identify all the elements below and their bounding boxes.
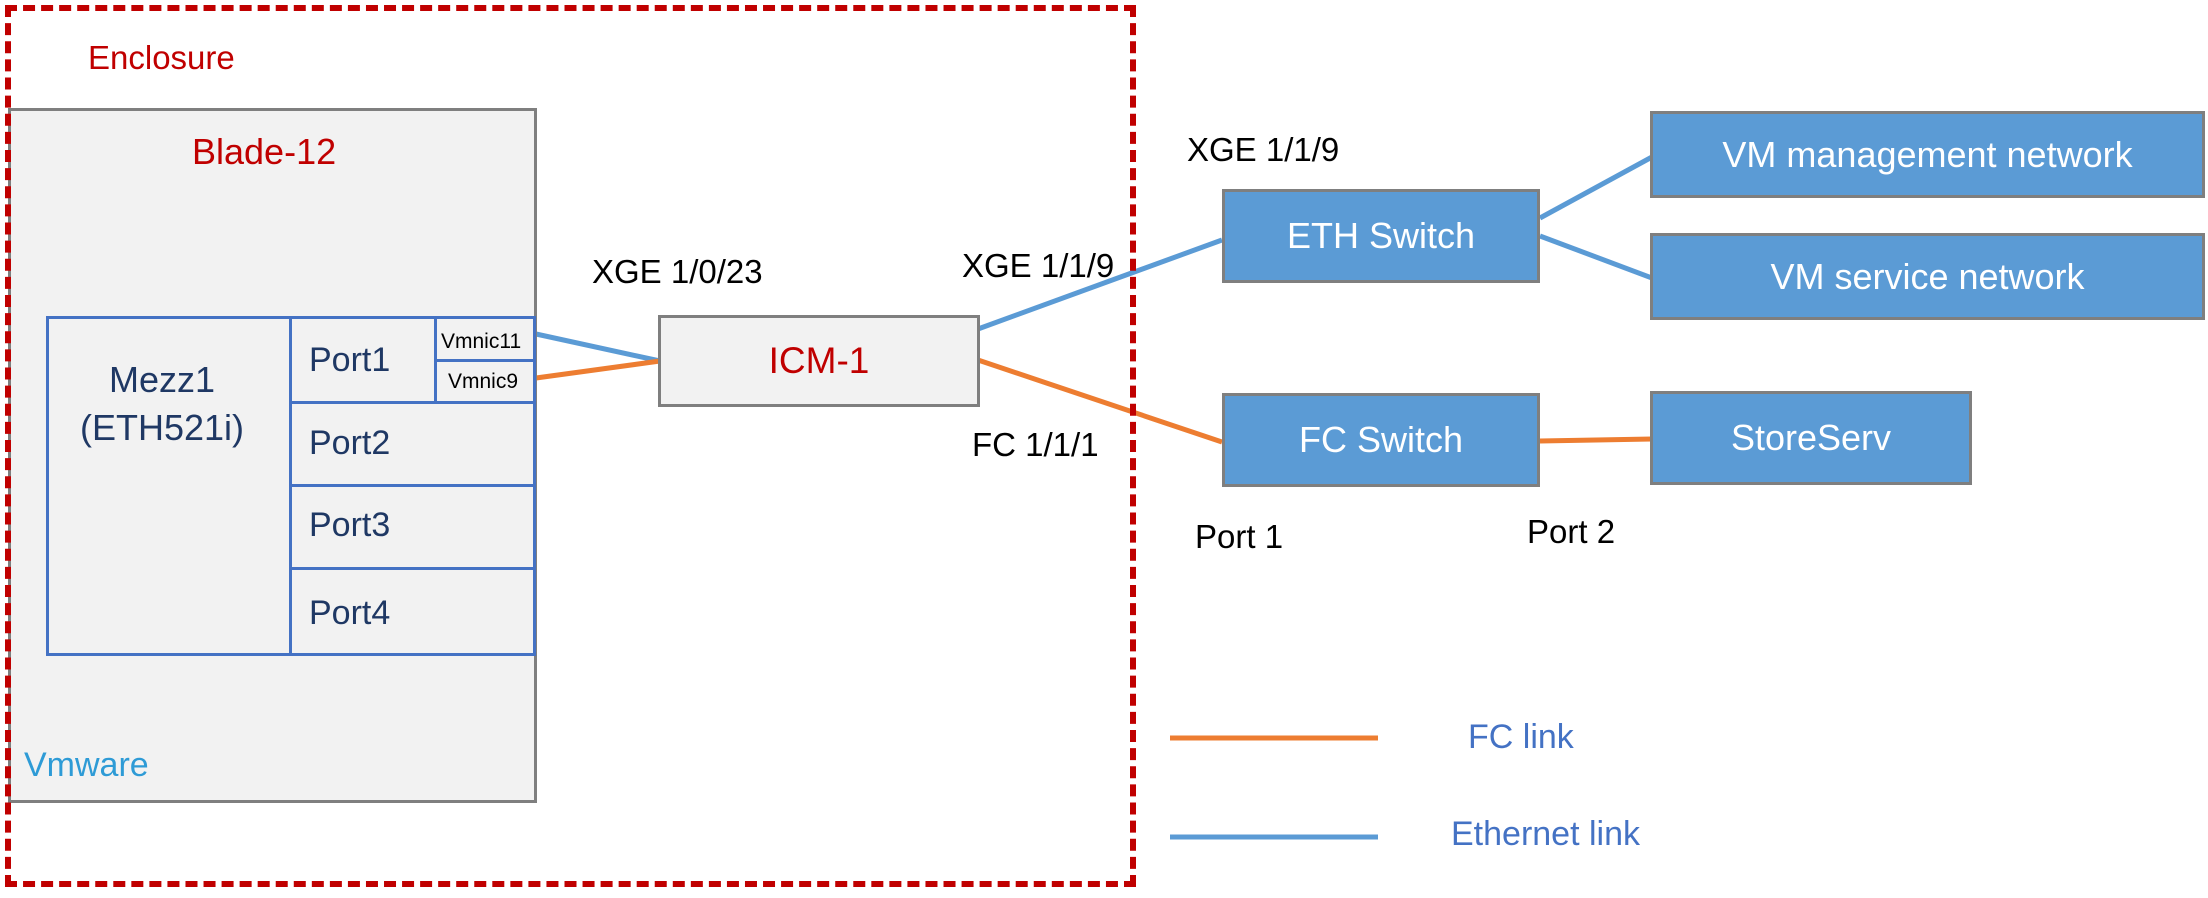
mezz-name: Mezz1 — [109, 359, 216, 400]
fc-switch-port2-label: Port 2 — [1527, 513, 1616, 550]
port4-label: Port4 — [309, 594, 391, 632]
vm-management-network-label: VM management network — [1722, 133, 2133, 175]
fc-link-vmnic9-icm — [535, 358, 661, 381]
port2-cell — [289, 401, 536, 487]
icm-1-box: ICM-1 — [658, 315, 980, 407]
storeserv-label: StoreServ — [1730, 417, 1892, 458]
icm-downlink-port-label: XGE 1/0/23 — [592, 253, 763, 290]
port1-cell — [289, 316, 437, 404]
fc-link-icm-fc-switch — [977, 357, 1223, 445]
ethernet-link-vmnic11-icm — [535, 331, 661, 364]
enclosure-label: Enclosure — [88, 39, 235, 76]
eth-switch-label: ETH Switch — [1286, 215, 1476, 256]
vmware-label: Vmware — [24, 746, 149, 784]
vmnic11-cell — [434, 316, 536, 362]
eth-switch-box: ETH Switch — [1222, 189, 1540, 283]
vm-service-network-label: VM service network — [1770, 255, 2085, 297]
vmnic9-label: Vmnic9 — [448, 370, 519, 393]
vm-service-network-box: VM service network — [1650, 233, 2205, 320]
ethernet-link-eth-switch-management — [1538, 154, 1654, 221]
fc-switch-label: FC Switch — [1298, 419, 1464, 460]
legend-ethernet-label: Ethernet link — [1451, 815, 1640, 853]
ethernet-link-eth-switch-service — [1539, 233, 1653, 281]
eth-switch-port-label: XGE 1/1/9 — [1187, 131, 1340, 168]
icm-label: ICM-1 — [768, 340, 870, 381]
mezz-model: (ETH521i) — [80, 407, 245, 448]
fc-switch-port1-label: Port 1 — [1195, 518, 1284, 555]
blade-label: Blade-12 — [192, 131, 337, 172]
port3-label: Port3 — [309, 506, 391, 544]
fc-switch-box: FC Switch — [1222, 393, 1540, 487]
fc-link-fc-switch-storeserv — [1539, 436, 1653, 444]
ethernet-link-icm-eth-switch — [977, 237, 1223, 332]
port2-label: Port2 — [309, 424, 391, 462]
legend-fc-label: FC link — [1468, 718, 1574, 756]
storeserv-box: StoreServ — [1650, 391, 1972, 485]
port4-cell — [289, 567, 536, 656]
enclosure-border — [5, 5, 1136, 887]
vmnic11-label: Vmnic11 — [441, 330, 522, 353]
vmnic9-cell — [434, 359, 536, 404]
vm-management-network-box: VM management network — [1650, 111, 2205, 198]
icm-eth-uplink-port-label: XGE 1/1/9 — [962, 247, 1115, 284]
icm-fc-uplink-port-label: FC 1/1/1 — [972, 426, 1099, 463]
port1-label: Port1 — [309, 341, 391, 379]
